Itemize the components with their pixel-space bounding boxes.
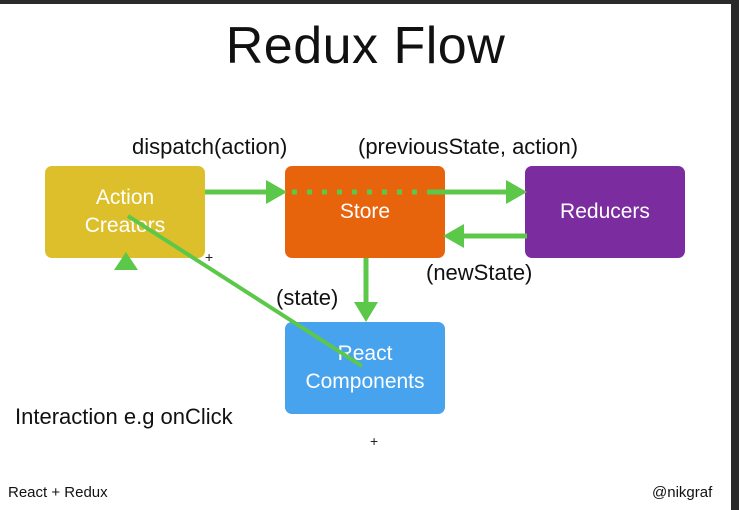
previous-state-label: (previousState, action) bbox=[358, 134, 579, 159]
crosshair-icon-2: + bbox=[370, 433, 379, 449]
react-components-line2: Components bbox=[305, 370, 425, 393]
store-label: Store bbox=[339, 200, 391, 223]
arrow-new-state bbox=[443, 224, 527, 248]
action-creators-node: Action Creators bbox=[45, 166, 205, 258]
crosshair-icon: + bbox=[205, 249, 214, 265]
reducers-label: Reducers bbox=[560, 200, 650, 223]
arrow-state bbox=[354, 258, 378, 322]
dispatch-label: dispatch(action) bbox=[132, 134, 288, 159]
action-creators-line2: Creators bbox=[84, 214, 166, 237]
footer-right: @nikgraf bbox=[652, 484, 713, 501]
flow-arrows bbox=[114, 180, 527, 368]
arrow-dispatch bbox=[205, 180, 287, 204]
interaction-diagonal-line bbox=[126, 214, 364, 368]
action-creators-line1: Action bbox=[95, 186, 155, 209]
state-label: (state) bbox=[276, 285, 339, 310]
store-node: Store bbox=[285, 166, 445, 258]
slide: Redux Flow dispatch(action) (previousSta… bbox=[0, 4, 731, 510]
arrow-to-reducers bbox=[432, 180, 527, 204]
new-state-label: (newState) bbox=[426, 260, 533, 285]
footer-left: React + Redux bbox=[8, 484, 108, 501]
reducers-node: Reducers bbox=[525, 166, 685, 258]
interaction-label: Interaction e.g onClick bbox=[15, 404, 233, 429]
slide-title: Redux Flow bbox=[225, 17, 506, 75]
interaction-arrowhead bbox=[114, 252, 138, 270]
